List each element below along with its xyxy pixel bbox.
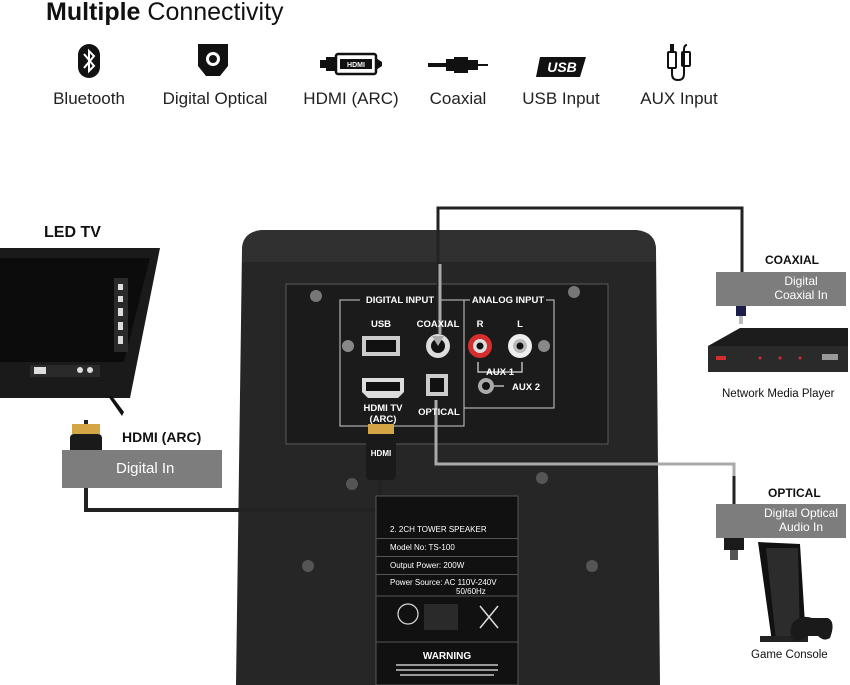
optical-title: OPTICAL xyxy=(768,486,821,500)
panel-r: R xyxy=(477,319,484,330)
hdmi-plug-speaker: HDMI xyxy=(366,424,396,480)
panel-aux1: AUX 1 xyxy=(486,367,515,378)
sticker-source-2: 50/60Hz xyxy=(456,587,486,596)
panel-l: L xyxy=(517,319,523,330)
bluetooth-icon xyxy=(78,42,100,85)
usb-icon: USB xyxy=(536,55,588,84)
tv-label: LED TV xyxy=(44,224,101,241)
connectivity-label-aux: AUX Input xyxy=(640,89,718,108)
sticker-model: Model No: TS-100 xyxy=(390,543,455,552)
connectivity-label-optical: Digital Optical xyxy=(162,89,268,108)
coaxial-arrow-icon xyxy=(432,336,444,346)
sticker-warning: WARNING xyxy=(423,651,472,662)
optical-tag-line1: Digital Optical xyxy=(763,506,839,520)
hdmi-plug-text-2: HDMI xyxy=(371,449,391,458)
panel-analog-input: ANALOG INPUT xyxy=(472,295,545,306)
network-media-player-label: Network Media Player xyxy=(722,388,835,400)
panel-optical: OPTICAL xyxy=(418,407,460,418)
connectivity-label-coaxial: Coaxial xyxy=(429,89,487,108)
network-media-player xyxy=(708,328,848,372)
hdmi-tag: Digital In xyxy=(62,450,222,488)
optical-tag-line2: Audio In xyxy=(778,520,824,534)
coaxial-tag-line2: Coaxial In xyxy=(774,288,828,302)
hdmi-tag-text: Digital In xyxy=(116,460,175,477)
game-console-label: Game Console xyxy=(751,649,828,661)
rating-sticker: 2. 2CH TOWER SPEAKER Model No: TS-100 Ou… xyxy=(375,495,519,685)
title-rest: Connectivity xyxy=(147,0,284,26)
page-title: Multiple Connectivity xyxy=(46,0,284,27)
svg-text:USB: USB xyxy=(547,59,577,75)
coaxial-cable-icon xyxy=(428,56,490,79)
hdmi-title: HDMI (ARC) xyxy=(122,429,202,445)
panel-aux2: AUX 2 xyxy=(512,382,540,393)
svg-text:HDMI: HDMI xyxy=(347,62,365,69)
panel-coaxial: COAXIAL xyxy=(417,319,460,330)
input-panel xyxy=(339,296,555,427)
sticker-title: 2. 2CH TOWER SPEAKER xyxy=(390,525,487,534)
connectivity-label-usb: USB Input xyxy=(522,89,600,108)
aux-plug-icon xyxy=(666,42,692,87)
optical-tag: Digital Optical Audio In xyxy=(716,504,846,538)
connectivity-label-bluetooth: Bluetooth xyxy=(53,89,125,108)
coaxial-tag-line1: Digital xyxy=(784,274,818,288)
hdmi-cable-icon: HDMI xyxy=(320,52,384,81)
panel-hdmi-tv: HDMI TV xyxy=(363,403,403,414)
panel-usb: USB xyxy=(371,319,391,330)
title-bold: Multiple xyxy=(46,0,141,26)
sticker-source-1: Power Source: AC 110V-240V xyxy=(390,578,497,587)
connectivity-label-hdmi: HDMI (ARC) xyxy=(303,89,399,108)
panel-hdmi-arc: (ARC) xyxy=(370,414,397,425)
led-tv xyxy=(0,248,160,416)
coaxial-cable xyxy=(436,206,744,334)
optical-port-icon xyxy=(196,42,230,83)
coaxial-title: COAXIAL xyxy=(765,253,819,267)
panel-digital-input: DIGITAL INPUT xyxy=(366,295,434,306)
coaxial-tag: Digital Coaxial In xyxy=(716,272,846,306)
game-console xyxy=(758,542,833,642)
sticker-power: Output Power: 200W xyxy=(390,561,465,570)
